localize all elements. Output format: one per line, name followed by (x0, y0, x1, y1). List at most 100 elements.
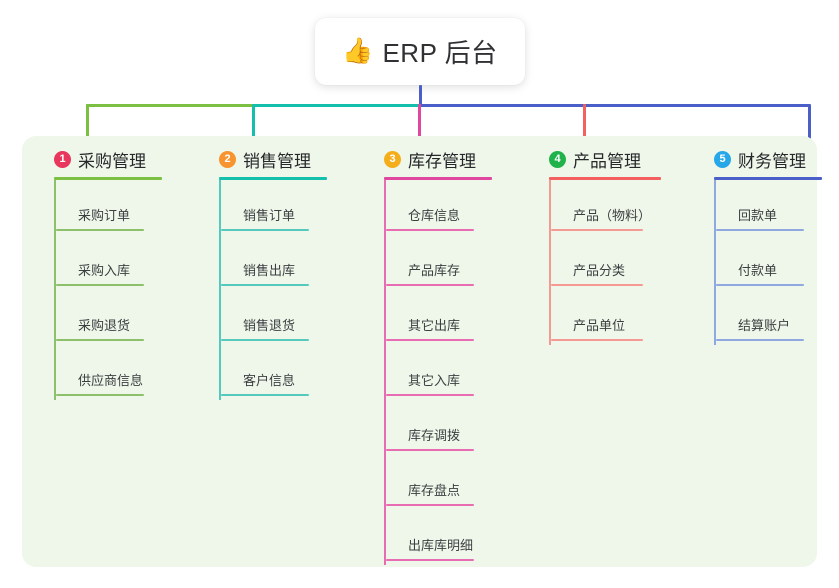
leaf-underline (716, 284, 804, 286)
leaf-item[interactable]: 付款单 (716, 235, 828, 290)
leaf-underline (386, 449, 474, 451)
branch-title: 采购管理 (78, 151, 146, 171)
leaf-item[interactable]: 库存调拨 (386, 400, 518, 455)
branch-header-3[interactable]: 3 库存管理 (368, 146, 518, 172)
root-node-card[interactable]: 👍 ERP 后台 (315, 18, 525, 85)
branch-items: 产品（物料） 产品分类产品单位 (533, 180, 683, 345)
connector-drop-4 (583, 104, 586, 146)
branch-spine (384, 180, 386, 565)
leaf-item-label: 销售出库 (243, 263, 296, 278)
leaf-underline (221, 284, 309, 286)
leaf-underline (56, 229, 144, 231)
leaf-underline (221, 229, 309, 231)
leaf-item[interactable]: 采购订单 (56, 180, 188, 235)
branch-underline (549, 177, 661, 180)
leaf-item-label: 销售退货 (243, 318, 296, 333)
leaf-item[interactable]: 采购退货 (56, 290, 188, 345)
leaf-item-label: 库存盘点 (408, 483, 461, 498)
leaf-item[interactable]: 结算账户 (716, 290, 828, 345)
leaf-item[interactable]: 产品单位 (551, 290, 683, 345)
branch-title: 产品管理 (573, 151, 641, 171)
leaf-item-label: 出库库明细 (408, 538, 474, 553)
branch-title: 销售管理 (243, 151, 311, 171)
leaf-underline (386, 284, 474, 286)
branch-underline (714, 177, 822, 180)
branch-column-2: 2 销售管理销售订单销售出库销售退货客户信息 (203, 146, 353, 400)
leaf-item[interactable]: 产品（物料） (551, 180, 683, 235)
leaf-item[interactable]: 供应商信息 (56, 345, 188, 400)
branch-spine (549, 180, 551, 345)
leaf-item-label: 采购订单 (78, 208, 131, 223)
branch-number-badge: 2 (219, 150, 236, 168)
branch-items: 回款单付款单结算账户 (698, 180, 828, 345)
leaf-item-label: 产品库存 (408, 263, 461, 278)
connector-root-stem (419, 85, 422, 105)
branch-title: 库存管理 (408, 151, 476, 171)
leaf-underline (221, 394, 309, 396)
leaf-item[interactable]: 客户信息 (221, 345, 353, 400)
branch-spine (54, 180, 56, 400)
leaf-item[interactable]: 回款单 (716, 180, 828, 235)
branch-number-badge: 5 (714, 150, 731, 168)
leaf-item-label: 其它出库 (408, 318, 461, 333)
leaf-item-label: 仓库信息 (408, 208, 461, 223)
leaf-item-label: 采购入库 (78, 263, 131, 278)
leaf-item-label: 销售订单 (243, 208, 296, 223)
connector-bus-segment-3 (419, 104, 810, 107)
leaf-underline (56, 394, 144, 396)
branch-column-3: 3 库存管理仓库信息产品库存其它出库其它入库库存调拨库存盘点出库库明细 (368, 146, 518, 565)
branch-underline (54, 177, 162, 180)
leaf-item-label: 客户信息 (243, 373, 296, 388)
branch-title: 财务管理 (738, 151, 806, 171)
leaf-underline (551, 229, 643, 231)
leaf-underline (56, 284, 144, 286)
leaf-item-label: 付款单 (738, 263, 778, 278)
branch-number-badge: 3 (384, 150, 401, 168)
connector-bus-segment-2 (253, 104, 420, 107)
leaf-underline (56, 339, 144, 341)
branch-column-5: 5 财务管理回款单付款单结算账户 (698, 146, 828, 345)
leaf-underline (221, 339, 309, 341)
leaf-item[interactable]: 采购入库 (56, 235, 188, 290)
leaf-item[interactable]: 出库库明细 (386, 510, 518, 565)
leaf-item-label: 其它入库 (408, 373, 461, 388)
leaf-underline (716, 339, 804, 341)
leaf-item[interactable]: 库存盘点 (386, 455, 518, 510)
leaf-item-label: 采购退货 (78, 318, 131, 333)
leaf-underline (386, 229, 474, 231)
leaf-underline (386, 394, 474, 396)
connector-drop-1 (86, 104, 89, 146)
branch-header-1[interactable]: 1 采购管理 (38, 146, 188, 172)
leaf-item-label: 供应商信息 (78, 373, 144, 388)
connector-drop-2 (252, 104, 255, 146)
branch-number-badge: 1 (54, 150, 71, 168)
connector-drop-5 (808, 104, 811, 146)
connector-drop-3 (418, 104, 421, 146)
leaf-underline (551, 339, 643, 341)
branch-underline (219, 177, 327, 180)
leaf-item[interactable]: 产品库存 (386, 235, 518, 290)
leaf-underline (386, 504, 474, 506)
branch-header-2[interactable]: 2 销售管理 (203, 146, 353, 172)
leaf-item[interactable]: 销售订单 (221, 180, 353, 235)
leaf-item[interactable]: 其它出库 (386, 290, 518, 345)
leaf-item-label: 库存调拨 (408, 428, 461, 443)
leaf-item[interactable]: 其它入库 (386, 345, 518, 400)
leaf-item-label: 产品（物料） (573, 208, 652, 223)
branch-spine (714, 180, 716, 345)
leaf-item[interactable]: 仓库信息 (386, 180, 518, 235)
branch-underline (384, 177, 492, 180)
leaf-item[interactable]: 产品分类 (551, 235, 683, 290)
leaf-underline (716, 229, 804, 231)
branch-items: 采购订单采购入库采购退货供应商信息 (38, 180, 188, 400)
connector-bus-segment-1 (86, 104, 254, 107)
leaf-item[interactable]: 销售出库 (221, 235, 353, 290)
branch-items: 销售订单销售出库销售退货客户信息 (203, 180, 353, 400)
leaf-item-label: 结算账户 (738, 318, 791, 333)
leaf-item[interactable]: 销售退货 (221, 290, 353, 345)
leaf-item-label: 产品分类 (573, 263, 626, 278)
branch-header-5[interactable]: 5 财务管理 (698, 146, 828, 172)
root-node-title: ERP 后台 (382, 38, 498, 68)
